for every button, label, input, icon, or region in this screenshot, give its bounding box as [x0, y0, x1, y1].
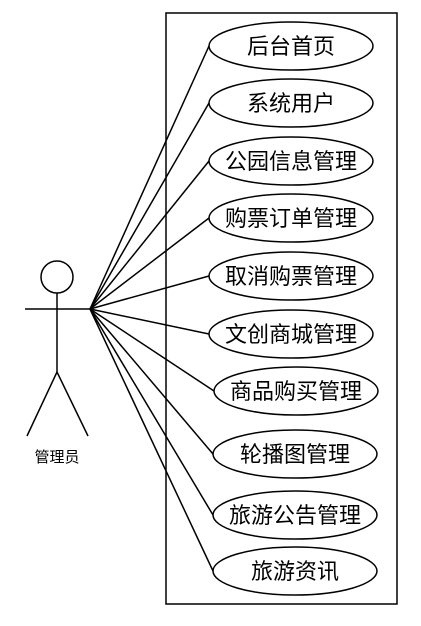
use-case-ellipse: [212, 429, 378, 479]
use-case-list: 后台首页系统用户公园信息管理购票订单管理取消购票管理文创商城管理商品购买管理轮播…: [208, 21, 379, 596]
actor-label: 管理员: [34, 448, 79, 466]
use-case-ellipse: [212, 490, 378, 540]
use-case-label: 文创商城管理: [225, 323, 357, 348]
association-line: [89, 102, 210, 310]
actor-right-leg: [56, 371, 89, 437]
use-case-ellipse: [208, 193, 374, 243]
use-case-ellipse: [208, 309, 374, 359]
use-case-ellipse: [213, 366, 379, 416]
use-case-label: 商品购买管理: [230, 380, 362, 405]
use-case-label: 旅游资讯: [251, 560, 339, 585]
actor-figure: [25, 260, 90, 437]
use-case-label: 公园信息管理: [225, 150, 357, 175]
association-line: [89, 308, 214, 455]
use-case-label: 购票订单管理: [225, 207, 357, 232]
use-case-label: 取消购票管理: [225, 265, 357, 290]
use-case-label: 系统用户: [247, 92, 335, 117]
use-case-ellipse: [212, 546, 378, 596]
association-line: [89, 308, 214, 572]
use-case-ellipse: [208, 136, 374, 186]
system-boundary: [165, 12, 398, 605]
association-line: [89, 217, 210, 310]
association-line: [89, 308, 214, 516]
use-case-ellipse: [208, 78, 374, 128]
use-case-label: 轮播图管理: [240, 443, 350, 468]
association-line: [89, 160, 210, 310]
association-line: [89, 275, 210, 310]
association-line: [89, 308, 215, 392]
association-line: [89, 308, 210, 335]
actor-left-leg: [26, 371, 58, 437]
use-case-label: 旅游公告管理: [229, 504, 361, 529]
actor-head: [40, 260, 74, 294]
use-case-ellipse: [208, 251, 374, 301]
use-case-label: 后台首页: [247, 35, 335, 60]
association-line: [89, 45, 210, 310]
use-case-ellipse: [208, 21, 374, 71]
association-lines: [89, 45, 215, 572]
